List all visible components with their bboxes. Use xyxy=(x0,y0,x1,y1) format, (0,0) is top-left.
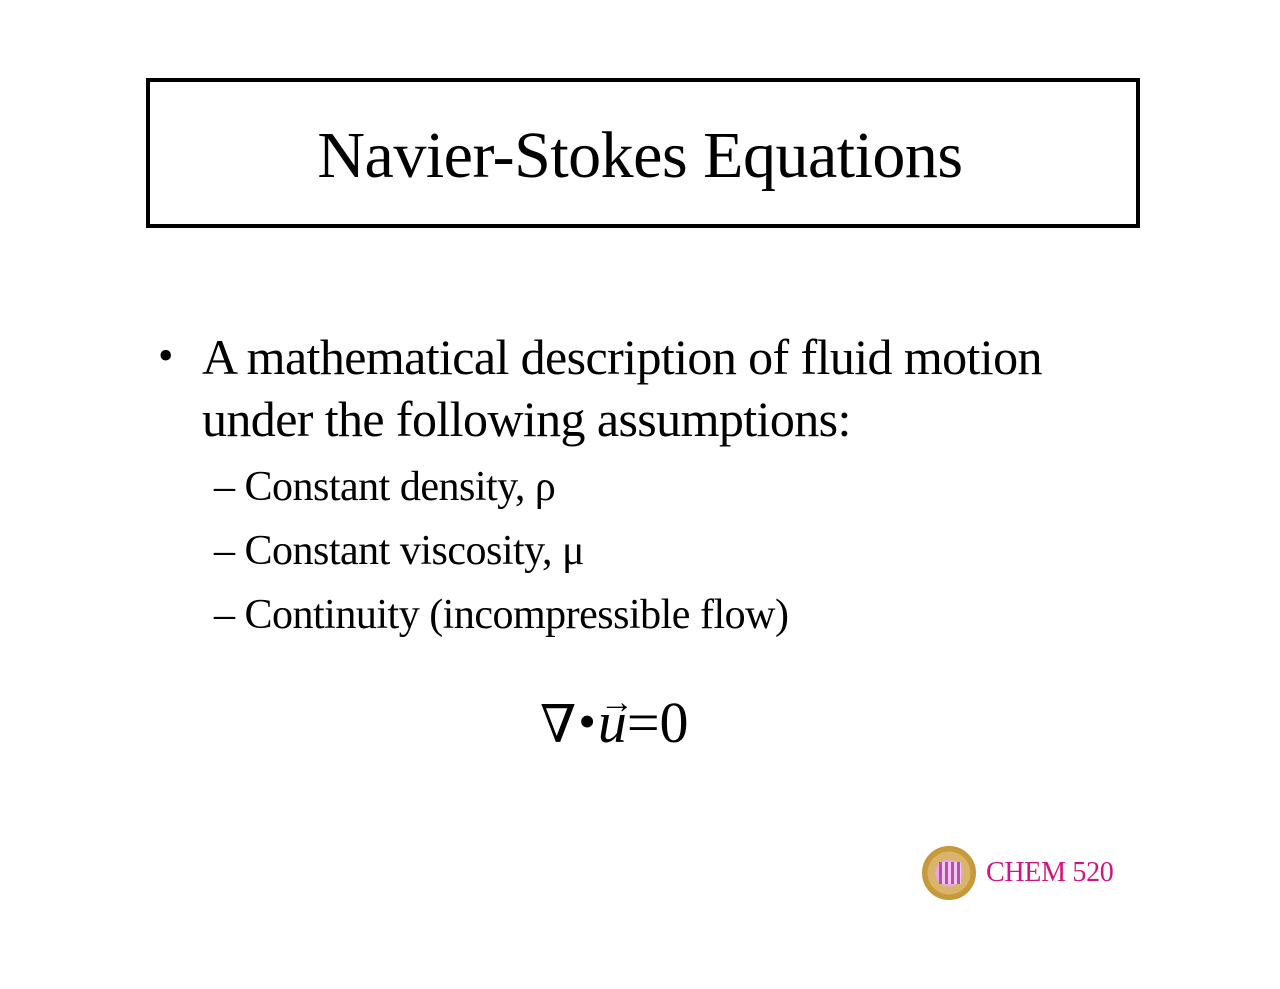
dash-marker: – xyxy=(214,592,235,638)
dash-marker: – xyxy=(214,528,235,574)
bullet-text: A mathematical description of fluid moti… xyxy=(202,326,1142,450)
sub-bullet-text: Constant density, ρ xyxy=(244,464,556,510)
equals-sign: = xyxy=(626,690,660,755)
university-seal-icon xyxy=(922,846,976,900)
slide-footer: CHEM 520 xyxy=(922,846,1114,900)
bullet-marker: • xyxy=(158,331,174,380)
bullet-text-line-1: A mathematical description of fluid moti… xyxy=(202,329,1042,385)
continuity-equation: ∇•→u=0 xyxy=(540,686,689,760)
slide-title: Navier-Stokes Equations xyxy=(317,119,963,192)
dot-operator: • xyxy=(578,693,596,749)
sub-bullet-text: Constant viscosity, μ xyxy=(244,528,585,574)
sub-bullet-continuity: –Continuity (incompressible flow) xyxy=(214,590,789,640)
nabla-symbol: ∇ xyxy=(540,695,577,755)
course-label: CHEM 520 xyxy=(986,857,1114,888)
sub-bullet-density: –Constant density, ρ xyxy=(214,462,556,512)
sub-bullet-viscosity: –Constant viscosity, μ xyxy=(214,526,584,576)
velocity-variable: u xyxy=(597,690,627,755)
equation-rhs: 0 xyxy=(659,690,689,755)
title-frame xyxy=(146,78,1140,228)
vector-arrow-icon: → xyxy=(599,684,634,721)
velocity-vector: →u xyxy=(597,686,634,758)
bullet-text-line-2: under the following assumptions: xyxy=(202,391,851,447)
sub-bullet-text: Continuity (incompressible flow) xyxy=(244,592,789,638)
dash-marker: – xyxy=(214,464,235,510)
